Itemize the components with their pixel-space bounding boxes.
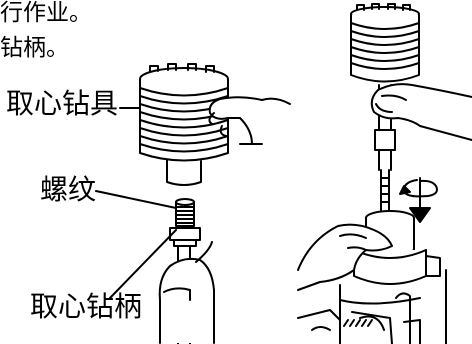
core-bit-label: 取心钻具 (6, 87, 119, 120)
thread-leader-line (96, 191, 176, 208)
instruction-text-line-1: 行作业。 (0, 0, 92, 26)
rotate-arrow-icon (400, 178, 437, 222)
hand-right-drawing (209, 97, 290, 144)
instruction-text-line-2: 钻柄。 (0, 35, 69, 61)
hand-lower-left-drawing (160, 242, 214, 343)
core-bit-drawing (140, 64, 228, 185)
shank-leader-line (110, 230, 176, 298)
hand-chuck-drawing (298, 225, 392, 290)
core-bit-shank-label: 取心钻柄 (30, 290, 143, 323)
thread-label: 螺纹 (40, 173, 97, 206)
hand-right-top-drawing (372, 84, 472, 140)
right-core-bit-drawing (351, 4, 419, 214)
